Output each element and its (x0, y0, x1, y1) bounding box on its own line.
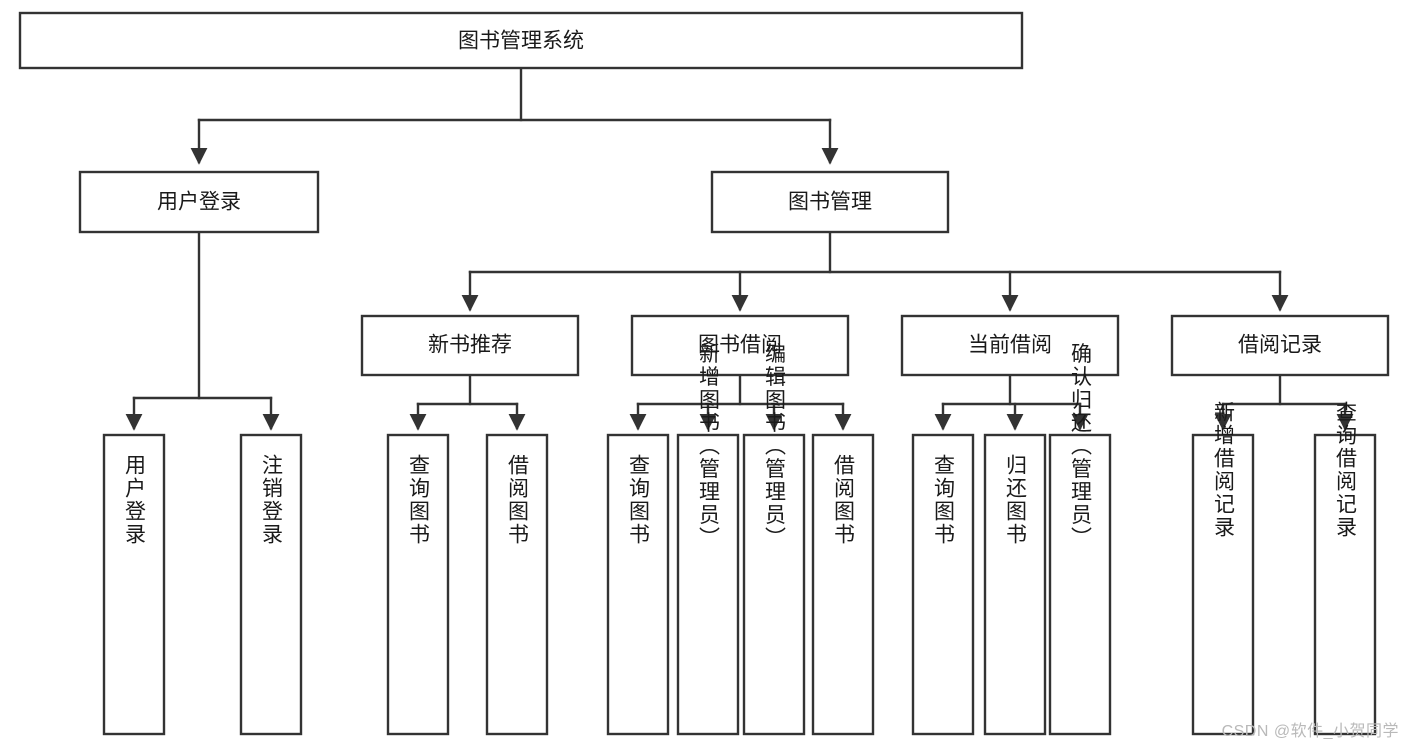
connector-group-new-books (409, 373, 526, 431)
leaf-edit-book-admin-label: 编辑图书（管理员） (763, 343, 787, 550)
leaf-borrow-book-newbooks-box (485, 433, 549, 736)
connector-group-root (190, 66, 839, 165)
leaf-query-book-current-label: 查询图书 (932, 454, 956, 546)
leaf-borrow-book-newbooks[interactable]: 借阅图书 (485, 433, 549, 736)
node-book-mgmt-label: 图书管理 (788, 191, 872, 214)
leaf-confirm-return-admin[interactable]: 确认归还（管理员） (1048, 343, 1112, 736)
leaf-add-borrow-record[interactable]: 新增借阅记录 (1191, 401, 1255, 736)
node-new-book-recommend[interactable]: 新书推荐 (360, 314, 580, 377)
leaf-query-book-newbooks[interactable]: 查询图书 (386, 433, 450, 736)
leaf-return-book-label: 归还图书 (1004, 454, 1028, 546)
connector-group-book-mgmt (461, 230, 1289, 312)
connector-group-records (1214, 373, 1354, 431)
leaf-borrow-book-newbooks-label: 借阅图书 (506, 454, 530, 546)
connector-group-borrow (629, 373, 852, 431)
node-current-borrow-box (900, 314, 1120, 377)
node-book-borrow[interactable]: 图书借阅 (630, 314, 850, 377)
leaf-confirm-return-admin-label: 确认归还（管理员） (1069, 343, 1093, 550)
leaf-query-book-borrow[interactable]: 查询图书 (606, 433, 670, 736)
node-book-mgmt[interactable]: 图书管理 (710, 170, 950, 234)
node-current-borrow[interactable]: 当前借阅 (900, 314, 1120, 377)
node-user-login[interactable]: 用户登录 (78, 170, 320, 234)
node-new-book-recommend-box (360, 314, 580, 377)
leaf-user-login[interactable]: 用户登录 (102, 433, 166, 736)
leaf-add-borrow-record-box (1191, 433, 1255, 736)
leaf-query-borrow-record-box (1313, 433, 1377, 736)
node-root-system[interactable]: 图书管理系统 (18, 11, 1024, 70)
node-current-borrow-label: 当前借阅 (968, 334, 1052, 357)
leaf-add-book-admin[interactable]: 新增图书（管理员） (676, 343, 740, 736)
leaf-logout[interactable]: 注销登录 (239, 433, 303, 736)
leaf-borrow-book-borrow-box (811, 433, 875, 736)
node-borrow-records-label: 借阅记录 (1238, 334, 1322, 357)
leaf-query-borrow-record-label: 查询借阅记录 (1334, 401, 1358, 539)
node-book-mgmt-box (710, 170, 950, 234)
leaf-user-login-box (102, 433, 166, 736)
leaf-query-book-current[interactable]: 查询图书 (911, 433, 975, 736)
leaf-logout-box (239, 433, 303, 736)
leaf-edit-book-admin-box (742, 433, 806, 736)
leaf-query-book-borrow-box (606, 433, 670, 736)
node-book-borrow-label: 图书借阅 (698, 334, 782, 357)
leaf-logout-label: 注销登录 (260, 454, 284, 546)
leaf-query-book-borrow-label: 查询图书 (627, 454, 651, 546)
leaf-query-book-newbooks-box (386, 433, 450, 736)
leaf-add-book-admin-label: 新增图书（管理员） (697, 343, 721, 550)
leaf-confirm-return-admin-box (1048, 433, 1112, 736)
connector-group-current (934, 373, 1089, 431)
node-borrow-records-box (1170, 314, 1390, 377)
node-book-borrow-box (630, 314, 850, 377)
leaf-return-book[interactable]: 归还图书 (983, 433, 1047, 736)
node-borrow-records[interactable]: 借阅记录 (1170, 314, 1390, 377)
node-user-login-label: 用户登录 (157, 191, 241, 214)
leaf-return-book-box (983, 433, 1047, 736)
leaf-borrow-book-borrow-label: 借阅图书 (832, 454, 856, 546)
leaf-user-login-label: 用户登录 (123, 454, 147, 546)
connector-group-user-login (125, 230, 280, 431)
node-root-system-label: 图书管理系统 (458, 30, 584, 53)
leaf-add-borrow-record-label: 新增借阅记录 (1212, 401, 1236, 539)
node-new-book-recommend-label: 新书推荐 (428, 334, 512, 357)
leaf-borrow-book-borrow[interactable]: 借阅图书 (811, 433, 875, 736)
node-root-system-box (18, 11, 1024, 70)
leaf-query-book-current-box (911, 433, 975, 736)
leaf-edit-book-admin[interactable]: 编辑图书（管理员） (742, 343, 806, 736)
leaf-add-book-admin-box (676, 433, 740, 736)
leaf-query-book-newbooks-label: 查询图书 (407, 454, 431, 546)
leaf-query-borrow-record[interactable]: 查询借阅记录 (1313, 401, 1377, 736)
node-user-login-box (78, 170, 320, 234)
